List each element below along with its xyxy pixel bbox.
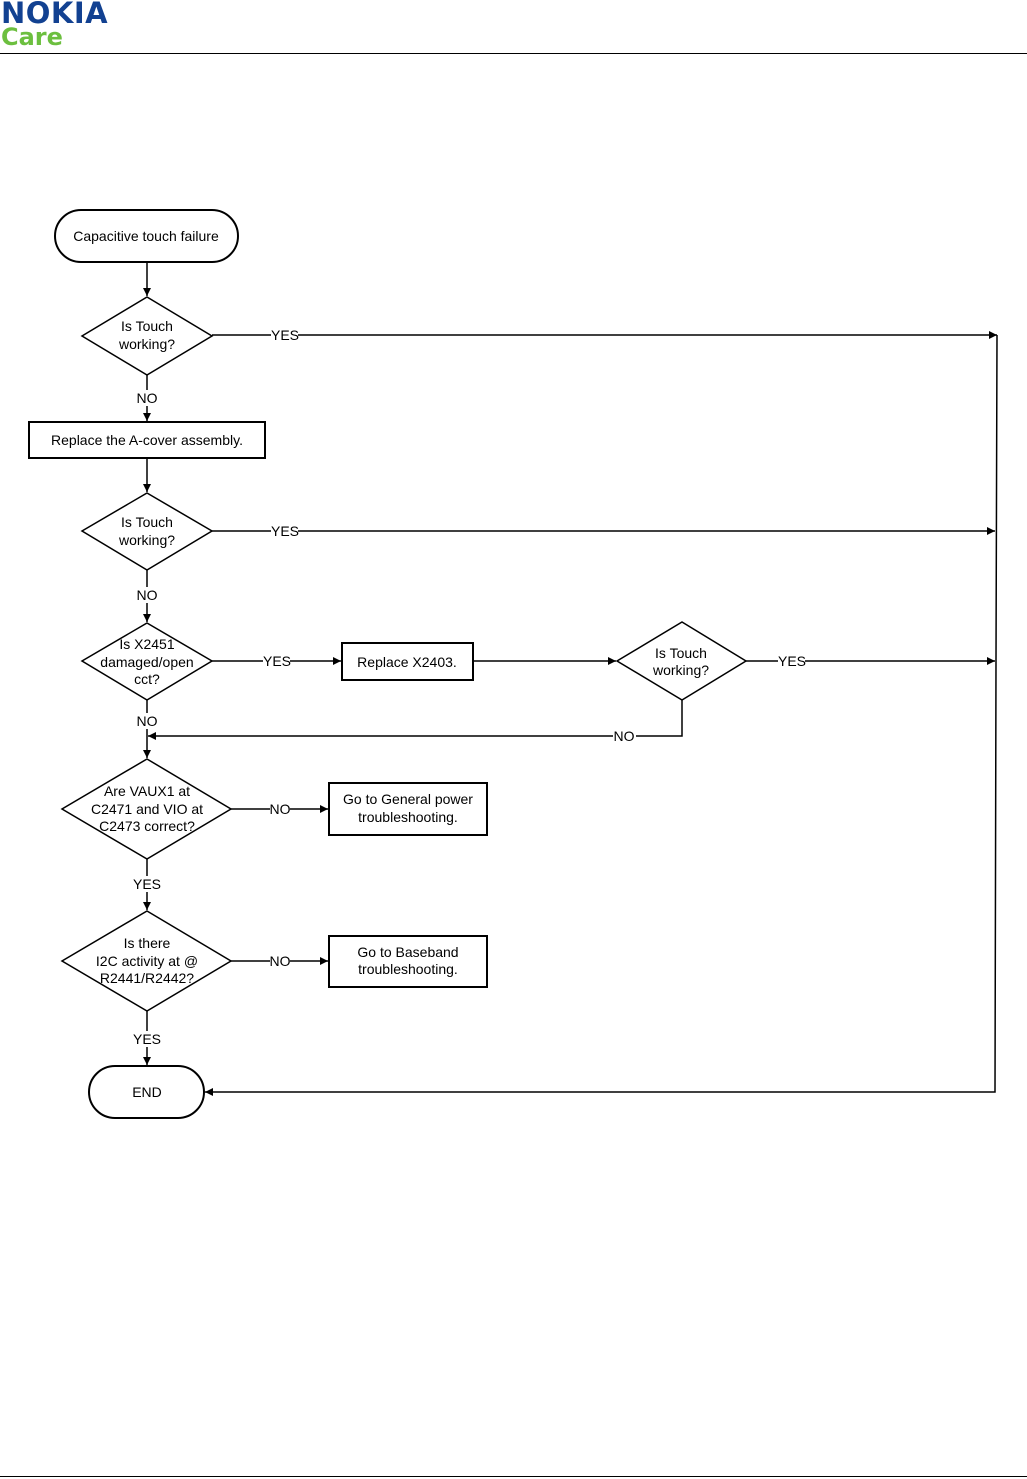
step1-label: Replace the A-cover assembly. [51,432,243,448]
decision-q4 [615,621,748,701]
q6-line3: R2441/R2442? [100,970,194,986]
step4-line1: Go to Baseband [357,944,458,960]
q4-no-label: NO [614,728,635,744]
q3-line2: damaged/open [100,654,193,670]
step4-line2: troubleshooting. [358,961,458,977]
care-logo: Care [1,23,63,51]
q3-no-label: NO [137,713,158,729]
q1-yes-label: YES [271,327,299,343]
q2-line2: working? [118,532,175,548]
process-general-power [328,782,488,836]
start-label: Capacitive touch failure [73,228,219,244]
q2-yes-label: YES [271,523,299,539]
q2-no-label: NO [137,587,158,603]
q5-line3: C2473 correct? [99,818,195,834]
footer-divider [0,1476,1027,1477]
q6-yes-label: YES [133,1031,161,1047]
q5-line1: Are VAUX1 at [104,783,190,799]
end-label: END [132,1084,162,1100]
q5-line2: C2471 and VIO at [91,801,203,817]
header-divider [0,53,1027,54]
q5-no-label: NO [270,801,291,817]
q6-line2: I2C activity at @ [96,953,198,969]
nokia-logo: NOKIA [1,0,109,30]
page-header: NOKIA Care [0,0,1027,56]
q1-no-label: NO [137,390,158,406]
q1-line2: working? [118,336,175,352]
q4-yes-label: YES [778,653,806,669]
q3-yes-label: YES [263,653,291,669]
step2-label: Replace X2403. [357,654,457,670]
q4-line2: working? [652,662,709,678]
q3-line3: cct? [134,671,160,687]
step3-line2: troubleshooting. [358,809,458,825]
q6-line1: Is there [124,935,171,951]
step3-line1: Go to General power [343,791,473,807]
q6-no-label: NO [270,953,291,969]
arrow-q4-no-a [636,700,683,737]
q1-line1: Is Touch [121,318,173,334]
q5-yes-label: YES [133,876,161,892]
q2-line1: Is Touch [121,514,173,530]
q3-line1: Is X2451 [119,636,174,652]
end-terminal [88,1065,205,1119]
right-return-line [205,334,998,1096]
process-baseband [328,935,488,988]
q4-line1: Is Touch [655,645,707,661]
